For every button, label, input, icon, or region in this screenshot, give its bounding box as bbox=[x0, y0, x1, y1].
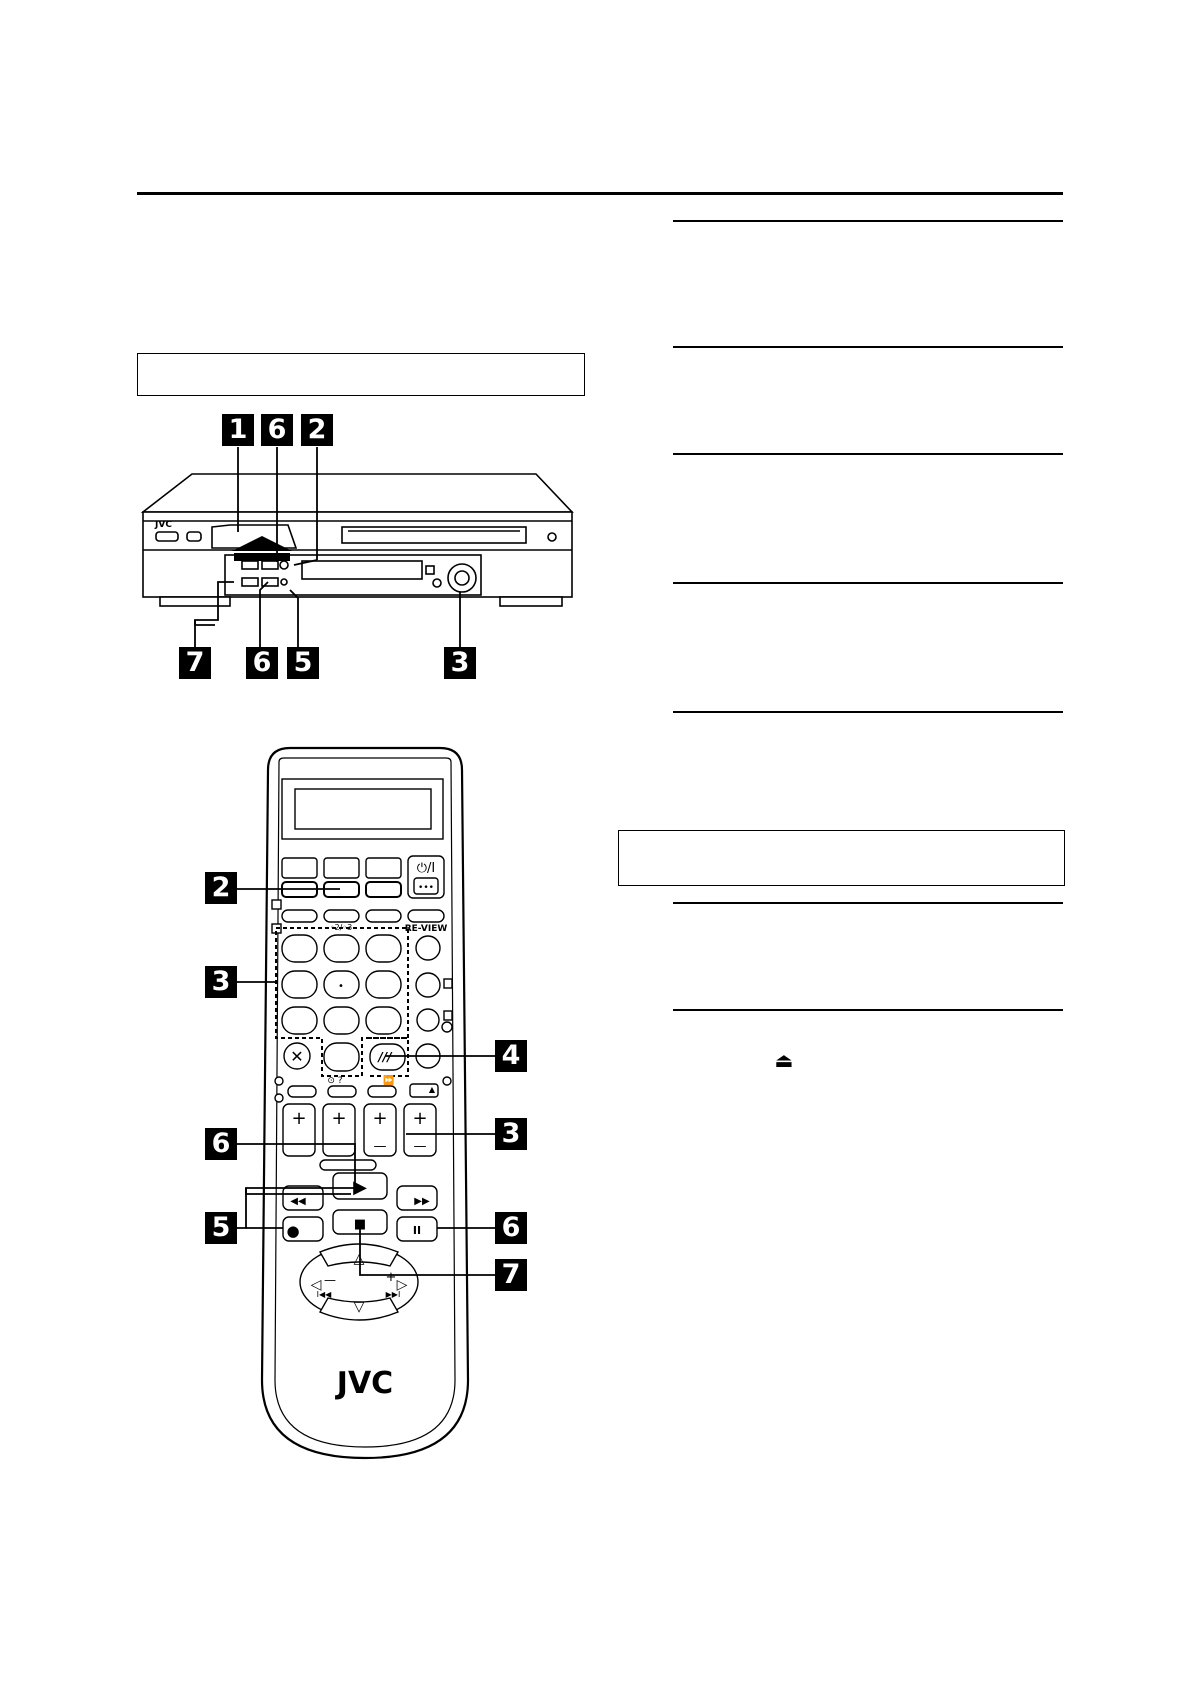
ffwd-icon: ▶▶ bbox=[414, 1196, 430, 1207]
remote-drawing: ⏻/I ••• RE-VIEW ◦2/◦3 • ✕ /// ⊙ ? ⏩ + + … bbox=[229, 746, 495, 1460]
page-top-rule bbox=[137, 192, 1063, 195]
svg-text:—: — bbox=[414, 1139, 427, 1154]
remote-callout-5: 5 bbox=[205, 1212, 237, 1244]
step-divider bbox=[673, 902, 1063, 904]
power-icon: ⏻/I bbox=[417, 861, 436, 876]
vcr-callout-6-bottom: 6 bbox=[246, 647, 278, 679]
svg-text:+: + bbox=[386, 1270, 397, 1285]
remote-brand: JVC bbox=[335, 1366, 393, 1401]
clear-icon: ✕ bbox=[290, 1047, 303, 1066]
step-divider bbox=[673, 346, 1063, 348]
remote-callout-6-right: 6 bbox=[495, 1212, 527, 1244]
svg-text:◁: ◁ bbox=[311, 1277, 322, 1293]
vcr-callout-3: 3 bbox=[444, 647, 476, 679]
remote-callout-3-right: 3 bbox=[495, 1118, 527, 1150]
svg-text:—: — bbox=[374, 1139, 387, 1154]
pause-icon: II bbox=[413, 1224, 421, 1237]
keypad-center-dot: • bbox=[338, 981, 344, 992]
skip-icon: ⏩ bbox=[383, 1074, 394, 1086]
svg-text:+: + bbox=[331, 1108, 346, 1129]
section-heading-box-right bbox=[618, 830, 1065, 886]
remote-illustration: ⏻/I ••• RE-VIEW ◦2/◦3 • ✕ /// ⊙ ? ⏩ + + … bbox=[0, 700, 1190, 1460]
step-divider bbox=[673, 1009, 1063, 1011]
tv-dvd-label: ◦2/◦3 bbox=[330, 923, 352, 932]
remote-callout-7: 7 bbox=[495, 1259, 527, 1291]
svg-text:▽: ▽ bbox=[354, 1299, 365, 1315]
svg-text:—: — bbox=[324, 1273, 336, 1287]
svg-text:+: + bbox=[291, 1108, 306, 1129]
play-icon: ▶ bbox=[353, 1177, 367, 1198]
svg-text:▷: ▷ bbox=[397, 1277, 408, 1293]
info-icons: ⊙ ? bbox=[327, 1076, 342, 1086]
record-icon: ● bbox=[286, 1222, 299, 1240]
stop-icon: ■ bbox=[354, 1217, 366, 1232]
slash-button: /// bbox=[376, 1050, 393, 1064]
svg-text:▲: ▲ bbox=[429, 1085, 436, 1094]
eject-icon: ⏏ bbox=[774, 1048, 794, 1072]
step-divider bbox=[673, 220, 1063, 222]
svg-text:+: + bbox=[372, 1108, 387, 1129]
vcr-drawing: JVC bbox=[140, 447, 574, 648]
step-divider bbox=[673, 453, 1063, 455]
step-divider bbox=[673, 711, 1063, 713]
vcr-callout-2: 2 bbox=[301, 414, 333, 446]
next-icon: ▶▶I bbox=[386, 1290, 401, 1299]
section-heading-box-left bbox=[137, 353, 585, 396]
remote-callout-2: 2 bbox=[205, 872, 237, 904]
vcr-callout-6: 6 bbox=[261, 414, 293, 446]
remote-callout-6: 6 bbox=[205, 1128, 237, 1160]
step-divider bbox=[673, 582, 1063, 584]
vcr-callout-5: 5 bbox=[287, 647, 319, 679]
vcr-callout-7: 7 bbox=[179, 647, 211, 679]
prev-icon: I◀◀ bbox=[317, 1290, 333, 1299]
review-label: RE-VIEW bbox=[405, 924, 448, 934]
rewind-icon: ◀◀ bbox=[290, 1196, 306, 1207]
svg-text:+: + bbox=[412, 1108, 427, 1129]
power-dots: ••• bbox=[418, 883, 434, 893]
vcr-brand: JVC bbox=[154, 520, 172, 530]
remote-callout-4: 4 bbox=[495, 1040, 527, 1072]
vcr-callout-1: 1 bbox=[222, 414, 254, 446]
remote-callout-3: 3 bbox=[205, 966, 237, 998]
vcr-illustration: JVC 1 6 2 7 6 5 3 bbox=[0, 0, 1190, 700]
